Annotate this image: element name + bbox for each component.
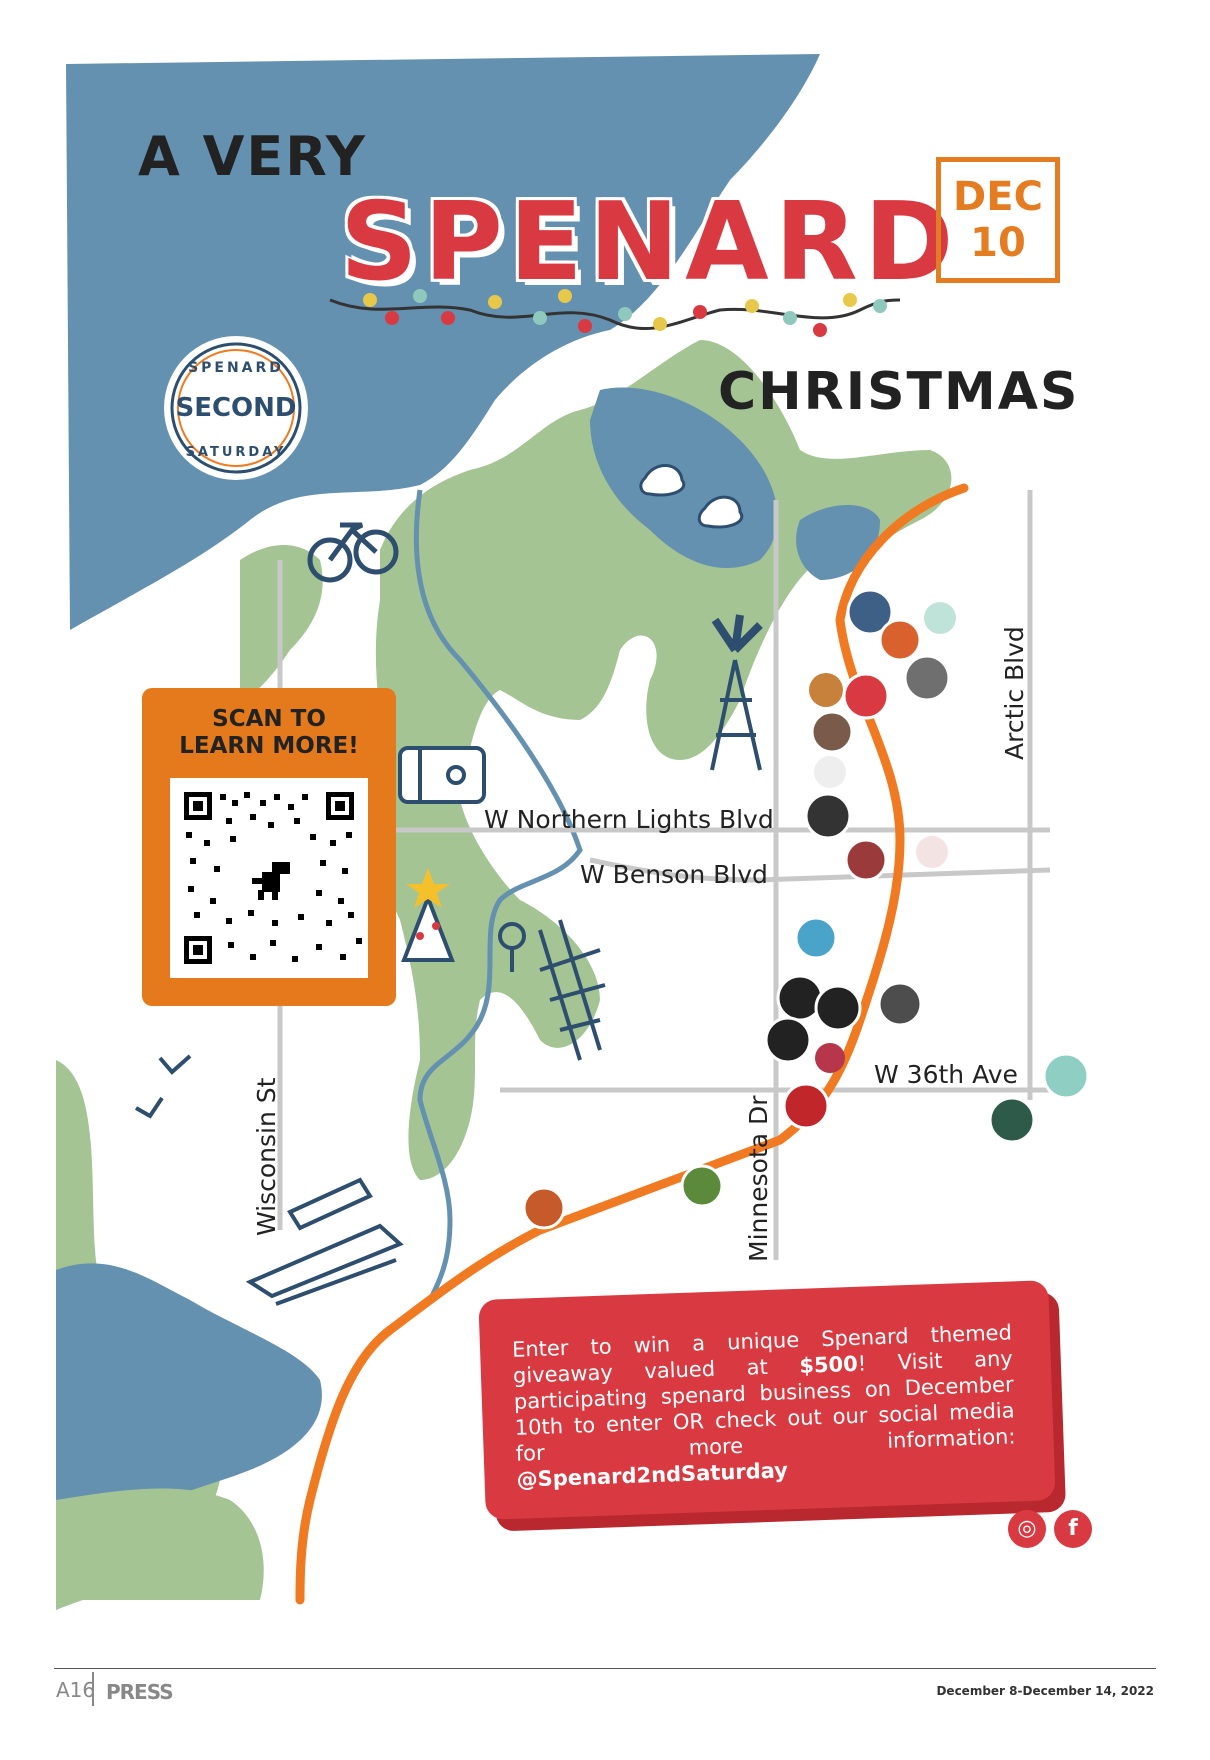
headline-a-very: A VERY bbox=[138, 125, 368, 188]
logo-top-text: SPENARD bbox=[188, 360, 284, 376]
spenard-road bbox=[295, 483, 969, 1605]
scan-card-title: SCAN TO LEARN MORE! bbox=[179, 706, 359, 759]
footer-separator bbox=[92, 1672, 94, 1706]
instagram-icon[interactable]: ◎ bbox=[1008, 1510, 1046, 1548]
christmas-tree-icon bbox=[401, 868, 455, 962]
lake-spenard bbox=[796, 505, 880, 580]
date-day: 10 bbox=[970, 220, 1026, 266]
string-lights-bulbs bbox=[363, 289, 887, 337]
duck-icon bbox=[639, 464, 744, 529]
issue-date-range: December 8-December 14, 2022 bbox=[936, 1684, 1154, 1698]
facebook-icon[interactable]: f bbox=[1054, 1510, 1092, 1548]
sign-icon bbox=[498, 922, 526, 972]
bus-icon bbox=[398, 746, 486, 804]
headline-christmas: CHRISTMAS bbox=[718, 362, 1080, 422]
second-saturday-logo: SPENARD SECOND SATURDAY bbox=[164, 336, 308, 480]
street-minnesota: Minnesota Dr bbox=[744, 1095, 773, 1262]
birds-icon bbox=[135, 1054, 192, 1119]
date-badge: DEC 10 bbox=[936, 157, 1060, 283]
street-wisconsin: Wisconsin St bbox=[252, 1077, 281, 1236]
logo-bottom-text: SATURDAY bbox=[186, 445, 287, 460]
headline-spenard: SPENARD bbox=[340, 180, 960, 305]
windmill-icon bbox=[710, 614, 763, 771]
string-lights-wire bbox=[329, 298, 901, 331]
bicycle-icon bbox=[307, 522, 399, 583]
street-benson: W Benson Blvd bbox=[580, 860, 768, 889]
giveaway-promo-box: Enter to win a unique Spenard themed giv… bbox=[478, 1280, 1056, 1520]
cook-inlet-water bbox=[66, 54, 820, 630]
page-number: A16 bbox=[56, 1678, 96, 1702]
date-month: DEC bbox=[953, 174, 1043, 220]
floatplane-icon bbox=[245, 1177, 404, 1306]
promo-amount: $500 bbox=[798, 1351, 859, 1378]
fish-creek bbox=[413, 489, 583, 1302]
footer-rule bbox=[54, 1668, 1156, 1669]
scan-to-learn-card[interactable]: SCAN TO LEARN MORE! bbox=[142, 688, 396, 1006]
dinosaur-icon bbox=[252, 862, 290, 900]
business-markers bbox=[522, 588, 1090, 1230]
newspaper-name: PRESS bbox=[106, 1680, 174, 1704]
promo-text: Enter to win a unique Spenard themed giv… bbox=[512, 1319, 1017, 1492]
street-grid bbox=[277, 490, 1060, 1260]
logo-center-text: SECOND bbox=[175, 393, 296, 423]
qr-code[interactable] bbox=[170, 778, 368, 978]
street-36th: W 36th Ave bbox=[874, 1060, 1018, 1089]
bottom-green-land bbox=[56, 1488, 264, 1600]
street-arctic: Arctic Blvd bbox=[1000, 626, 1029, 760]
lattice-tower-icon bbox=[538, 919, 606, 1061]
street-northern-lights: W Northern Lights Blvd bbox=[484, 805, 774, 834]
qr-code-pattern bbox=[184, 792, 362, 964]
